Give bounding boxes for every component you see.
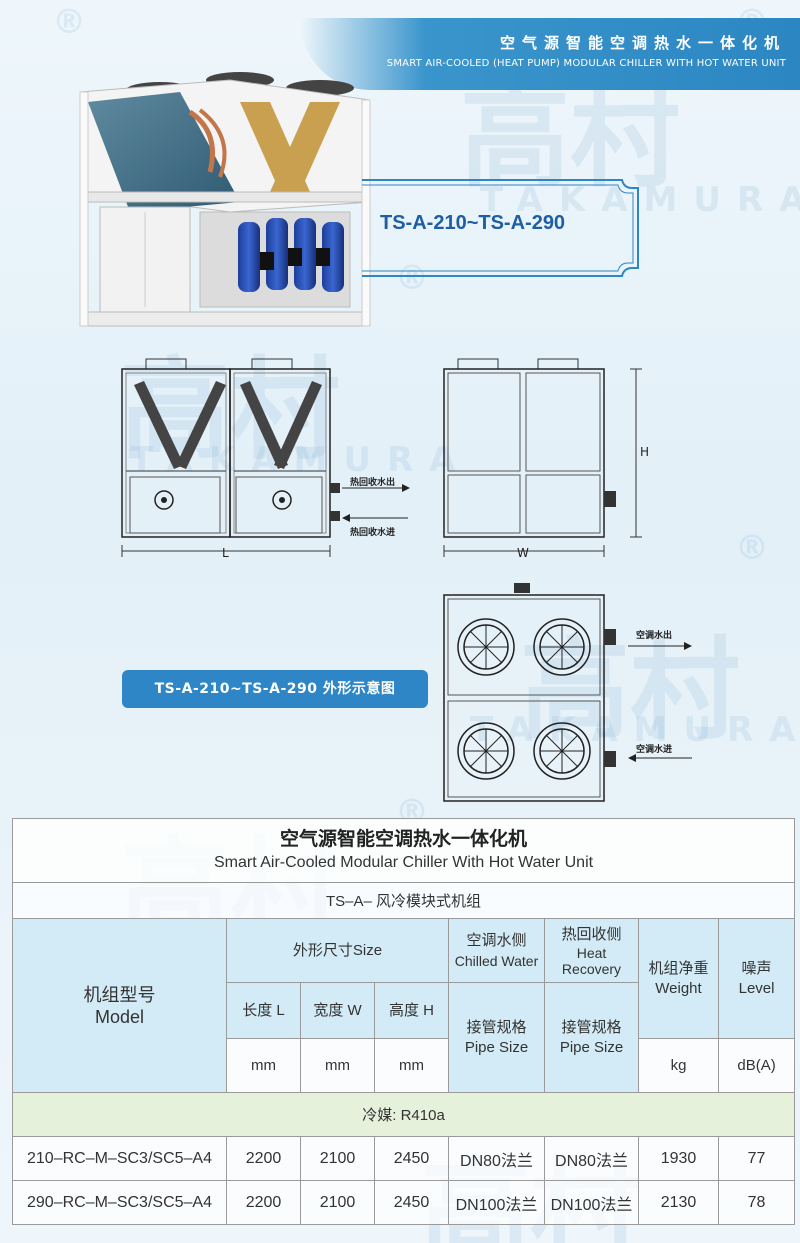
cell-noise: 78 [717,1180,796,1225]
side-view-drawing [443,358,642,557]
header-title-cn: 空气源智能空调热水一体化机 [499,34,786,52]
chilled-pipe-header: 接管规格 Pipe Size [448,982,545,1093]
height-header: 高度 H [374,982,449,1039]
cell-chilled-pipe: DN80法兰 [448,1136,545,1181]
chilled-water-header: 空调水侧 Chilled Water [448,918,545,983]
cell-model: 210–RC–M–SC3/SC5–A4 [12,1136,227,1181]
noise-unit: dB(A) [717,1038,796,1093]
cell-height: 2450 [374,1136,449,1181]
chilled-pipe-header-cn: 接管规格 [466,1018,527,1036]
cell-chilled-pipe: DN100法兰 [448,1180,545,1225]
heat-recovery-header-en: Heat Recovery [561,944,622,977]
cell-weight: 2130 [638,1180,719,1225]
cell-noise: 77 [717,1136,796,1181]
chilled-pipe-header-en: Pipe Size [464,1038,529,1056]
weight-unit: kg [638,1038,719,1093]
chilled-water-in-label: 空调水进 [636,745,673,755]
registered-watermark: ® [735,528,769,568]
header-band: 空气源智能空调热水一体化机 SMART AIR-COOLED (HEAT PUM… [300,18,800,90]
registered-watermark: ® [52,2,86,42]
noise-header-en: Level [738,979,775,997]
model-header: 机组型号 Model [12,918,227,1093]
width-header: 宽度 W [300,982,375,1039]
hot-water-in-label: 热回收水进 [350,528,396,538]
cell-heat-pipe: DN80法兰 [544,1136,639,1181]
dimension-label-length: L [222,546,229,560]
hot-water-arrows [342,484,410,522]
dimension-label-width: W [517,546,529,560]
length-header: 长度 L [226,982,301,1039]
cell-length: 2200 [226,1180,301,1225]
size-header: 外形尺寸Size [226,918,449,983]
chiller-photo [79,72,371,327]
chilled-water-header-en: Chilled Water [454,952,539,969]
front-view-drawing [121,358,340,557]
weight-header-cn: 机组净重 [648,959,709,977]
noise-header-cn: 噪声 [741,959,772,977]
header-title-en: SMART AIR-COOLED (HEAT PUMP) MODULAR CHI… [386,58,786,69]
cell-heat-pipe: DN100法兰 [544,1180,639,1225]
hot-water-out-label: 热回收水出 [350,478,396,488]
refrigerant-row: 冷媒: R410a [11,1092,796,1137]
model-header-en: Model [94,1006,145,1027]
chilled-water-arrows [628,642,692,762]
table-title-en: Smart Air-Cooled Modular Chiller With Ho… [214,853,594,871]
spec-table: 空气源智能空调热水一体化机 Smart Air-Cooled Modular C… [11,818,796,1225]
heat-pipe-header-en: Pipe Size [559,1038,624,1056]
chilled-water-out-label: 空调水出 [636,631,673,641]
table-row: 210–RC–M–SC3/SC5–A4 2200 2100 2450 DN80法… [12,1136,796,1181]
height-unit: mm [374,1038,449,1093]
cell-length: 2200 [226,1136,301,1181]
top-view-drawing [443,583,616,802]
series-title: TS–A– 风冷模块式机组 [11,882,796,919]
noise-header: 噪声 Level [717,918,796,1039]
chilled-water-header-cn: 空调水侧 [466,931,527,949]
table-title-cn: 空气源智能空调热水一体化机 [280,828,528,850]
heat-pipe-header: 接管规格 Pipe Size [544,982,639,1093]
cell-width: 2100 [300,1136,375,1181]
weight-header-en: Weight [655,979,702,997]
width-unit: mm [300,1038,375,1093]
model-header-cn: 机组型号 [83,984,156,1005]
cell-model: 290–RC–M–SC3/SC5–A4 [12,1180,227,1225]
length-unit: mm [226,1038,301,1093]
drawing-caption: TS-A-210~TS-A-290 外形示意图 [122,670,428,708]
model-banner [362,179,639,277]
dimension-label-height: H [640,445,650,459]
cell-weight: 1930 [638,1136,719,1181]
heat-recovery-header-cn: 热回收侧 [561,925,622,943]
heat-recovery-header: 热回收侧 Heat Recovery [544,918,639,983]
table-row: 290–RC–M–SC3/SC5–A4 2200 2100 2450 DN100… [12,1180,796,1225]
model-range-title: TS-A-210~TS-A-290 [380,212,566,234]
weight-header: 机组净重 Weight [638,918,719,1039]
table-title: 空气源智能空调热水一体化机 Smart Air-Cooled Modular C… [11,818,796,883]
heat-pipe-header-cn: 接管规格 [561,1018,622,1036]
cell-height: 2450 [374,1180,449,1225]
cell-width: 2100 [300,1180,375,1225]
